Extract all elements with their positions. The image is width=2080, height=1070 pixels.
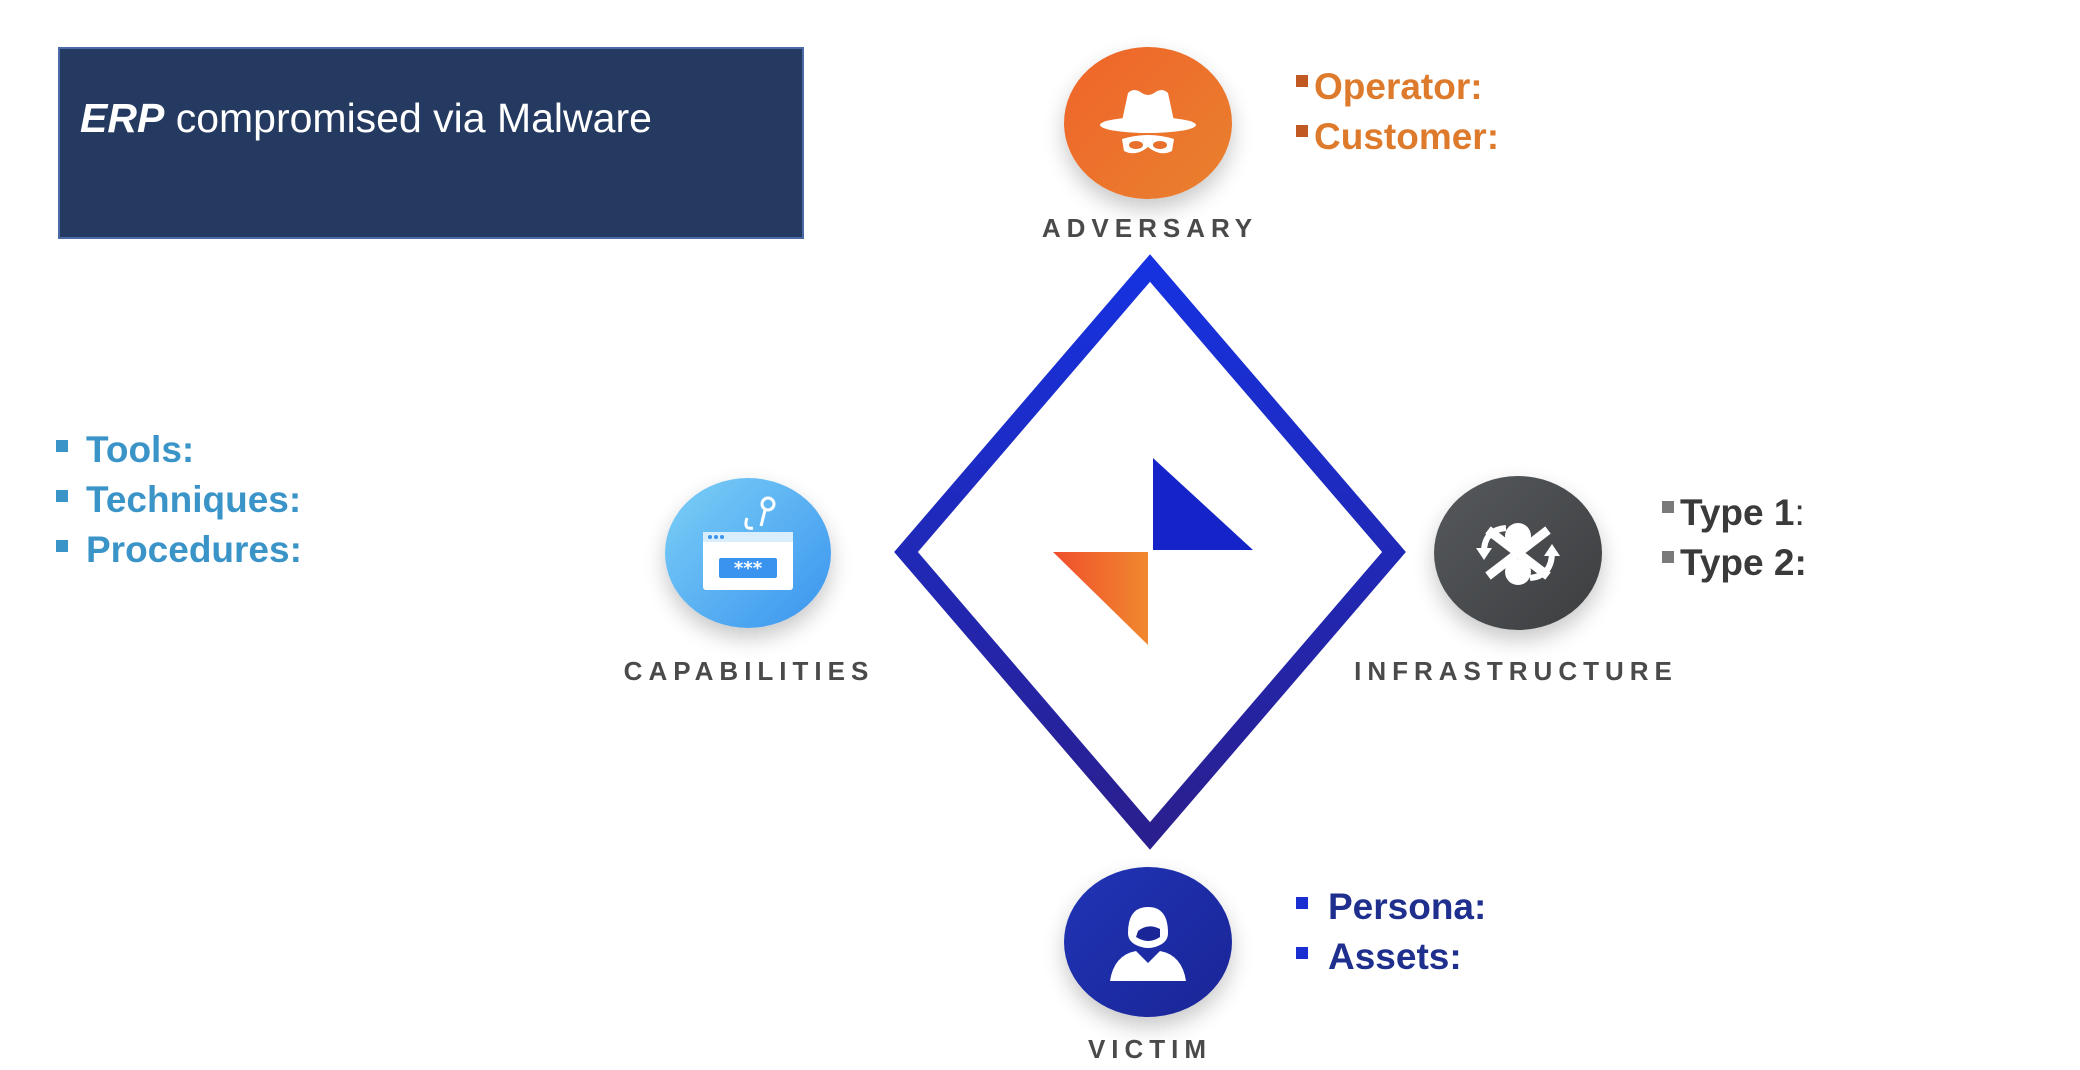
person-icon	[1110, 907, 1186, 981]
list-item: Assets:	[1296, 932, 1486, 982]
bullet-square-icon	[56, 440, 68, 453]
victim-circle	[1064, 867, 1232, 1017]
list-item: Type 2:	[1662, 538, 1807, 588]
diamond-orange-triangle	[1053, 552, 1148, 645]
bullet-square-icon	[1662, 501, 1674, 514]
adversary-label: ADVERSARY	[1041, 213, 1259, 243]
bullet-square-icon	[1296, 897, 1308, 910]
list-item: Techniques:	[56, 475, 302, 525]
victim-label: VICTIM	[1087, 1034, 1213, 1064]
title-rest: compromised via Malware	[164, 95, 652, 141]
bullet-square-icon	[1662, 551, 1674, 564]
network-nodes-icon	[1476, 523, 1560, 585]
list-item: Operator:	[1296, 62, 1499, 112]
victim-list: Persona: Assets:	[1296, 882, 1486, 982]
title-box: ERP compromised via Malware	[58, 47, 804, 239]
title-emphasis: ERP	[80, 95, 165, 141]
infrastructure-list: Type 1: Type 2:	[1662, 488, 1807, 588]
bullet-square-icon	[1296, 75, 1308, 88]
svg-text:***: ***	[734, 558, 763, 579]
bullet-square-icon	[1296, 947, 1308, 960]
adversary-list: Operator: Customer:	[1296, 62, 1499, 162]
list-item: Customer:	[1296, 112, 1499, 162]
infrastructure-circle	[1434, 476, 1602, 630]
list-item: Persona:	[1296, 882, 1486, 932]
spy-hat-icon	[1100, 90, 1196, 154]
list-item: Tools:	[56, 425, 302, 475]
infrastructure-label: INFRASTRUCTURE	[1354, 656, 1678, 686]
adversary-circle	[1064, 47, 1232, 199]
bullet-square-icon	[56, 490, 68, 503]
page-title: ERP compromised via Malware	[80, 95, 652, 142]
list-item: Procedures:	[56, 525, 302, 575]
bullet-square-icon	[1296, 125, 1308, 138]
capabilities-label: CAPABILITIES	[623, 656, 875, 686]
capabilities-list: Tools: Techniques: Procedures:	[56, 425, 302, 575]
diamond-outline	[894, 254, 1406, 850]
password-hook-icon: ***	[703, 496, 793, 590]
list-item: Type 1:	[1662, 488, 1807, 538]
bullet-square-icon	[56, 540, 68, 553]
diamond-blue-triangle	[1153, 458, 1253, 550]
capabilities-circle: ***	[665, 478, 831, 628]
